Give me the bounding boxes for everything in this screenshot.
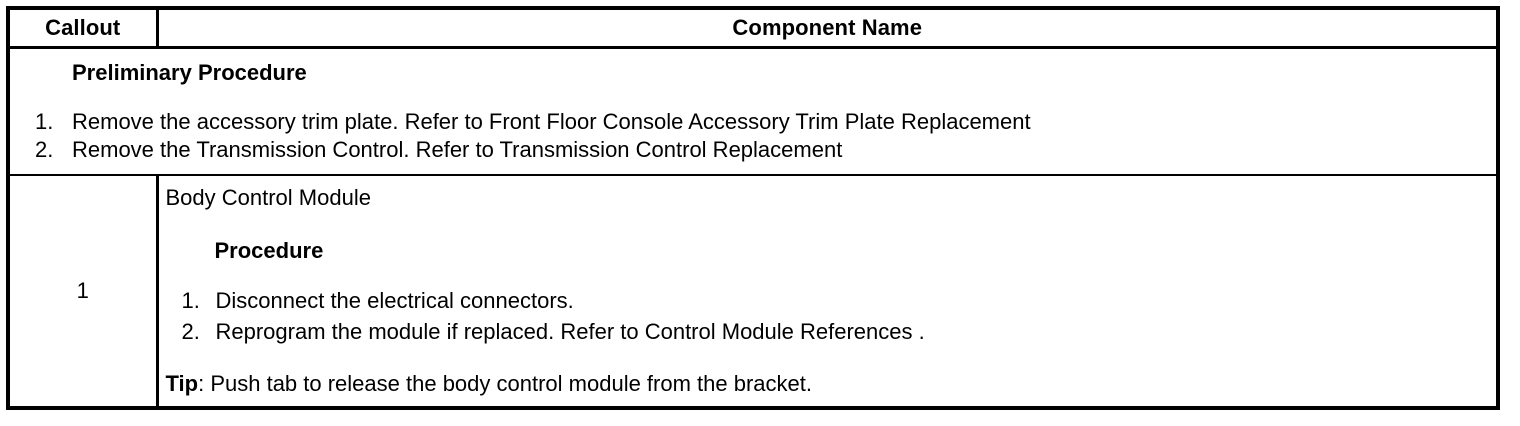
component-detail-cell: Body Control Module Procedure 1. Disconn… (157, 175, 1498, 408)
tip-text: : Push tab to release the body control m… (198, 371, 812, 396)
list-item: 2. Reprogram the module if replaced. Ref… (159, 316, 1497, 347)
component-name-label: Body Control Module (165, 185, 371, 210)
step-number: 2. (35, 137, 54, 162)
step-text: Remove the accessory trim plate. Refer t… (72, 109, 1031, 134)
step-number: 1. (35, 109, 54, 134)
table-row: 1 Body Control Module Procedure 1. Disco… (8, 175, 1498, 408)
preliminary-procedure-cell: Preliminary Procedure 1. Remove the acce… (8, 47, 1498, 176)
preliminary-procedure-row: Preliminary Procedure 1. Remove the acce… (8, 47, 1498, 176)
preliminary-procedure-title: Preliminary Procedure (72, 60, 307, 85)
table-header-row: Callout Component Name (8, 8, 1498, 49)
step-number: 2. (181, 319, 200, 344)
tip-note: Tip: Push tab to release the body contro… (159, 372, 1497, 396)
procedure-heading: Procedure (214, 238, 324, 263)
column-header-callout: Callout (8, 8, 159, 49)
step-text: Reprogram the module if replaced. Refer … (215, 319, 925, 344)
step-text: Disconnect the electrical connectors. (215, 288, 574, 313)
tip-label: Tip (165, 371, 199, 396)
procedure-step-list: 1. Disconnect the electrical connectors.… (159, 285, 1497, 347)
list-item: 1. Disconnect the electrical connectors. (159, 285, 1497, 316)
column-header-component-name: Component Name (157, 8, 1498, 49)
service-procedure-table: Callout Component Name Preliminary Proce… (6, 6, 1500, 410)
step-number: 1. (181, 288, 200, 313)
list-item: 1. Remove the accessory trim plate. Refe… (10, 108, 1496, 136)
preliminary-step-list: 1. Remove the accessory trim plate. Refe… (10, 108, 1496, 164)
step-text: Remove the Transmission Control. Refer t… (72, 137, 843, 162)
list-item: 2. Remove the Transmission Control. Refe… (10, 136, 1496, 164)
callout-number: 1 (8, 175, 159, 408)
